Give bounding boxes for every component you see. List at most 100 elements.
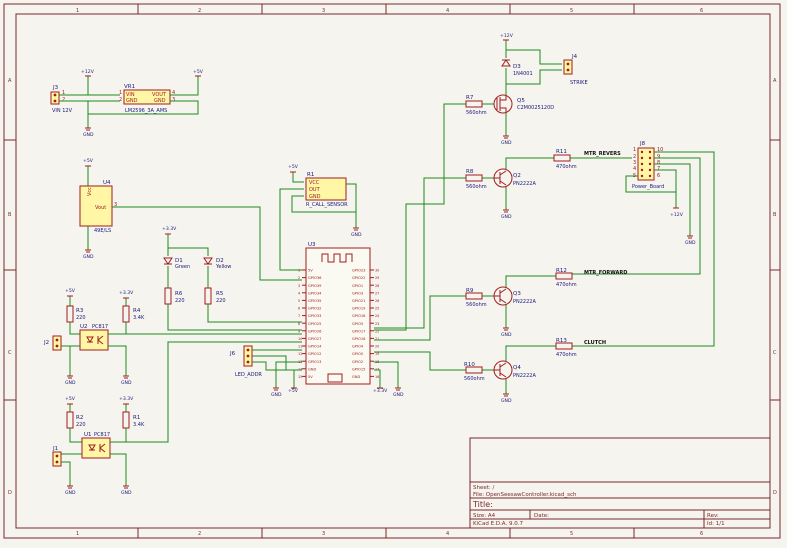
u4-hall-sensor[interactable]: U4 Vcc Vout 3 49E/LS	[79, 180, 117, 234]
u3-left-pin-name: GPIO34	[308, 291, 322, 295]
power-plus5v-symbol: +5V	[65, 396, 76, 405]
r10-ref: R10	[464, 362, 475, 368]
wire	[59, 100, 89, 128]
r3-resistor[interactable]: R3 220	[66, 305, 86, 323]
j4-connector[interactable]: J4 STRIKE	[563, 54, 588, 86]
r1-value: 3.4K	[133, 422, 145, 428]
r1-resistor[interactable]: R1 3.4K	[122, 411, 145, 429]
wire	[69, 322, 80, 335]
pin-number: 6	[657, 173, 660, 179]
call-sensor-module[interactable]: R1 VCC OUT GND R_CALL_SENSOR	[305, 172, 348, 208]
r8-resistor[interactable]: R8 560ohm	[465, 169, 487, 190]
q3-transistor[interactable]: Q3 PN2222A	[493, 286, 536, 306]
pin-name: GND	[126, 98, 138, 104]
r10-resistor[interactable]: R10 560ohm	[464, 362, 485, 382]
row-label: D	[8, 490, 12, 496]
power-label: +12V	[500, 33, 514, 39]
wire	[654, 169, 677, 208]
wire	[126, 341, 302, 443]
u1-optocoupler[interactable]: U1 PC817	[81, 432, 111, 459]
u4-value: 49E/LS	[94, 228, 111, 234]
pin-number: 1	[62, 90, 65, 96]
pin-name: Vout	[95, 205, 106, 211]
j8-value: Power_Board	[632, 184, 664, 190]
u3-left-pin-name: GPIO39	[308, 284, 322, 288]
q2-transistor[interactable]: Q2 PN2222A	[493, 168, 536, 188]
vr1-regulator[interactable]: VR1 VIN GND VOUT GND 1 2 4 3 LM2596_3A_A…	[119, 84, 175, 114]
power-label: GND	[65, 490, 76, 496]
title-size: Size: A4	[473, 513, 496, 519]
u3-antenna	[321, 253, 353, 263]
r11-resistor[interactable]: R11 470ohm	[553, 149, 577, 170]
j6-value: LED_ADDR	[235, 372, 262, 378]
col-label: 2	[198, 531, 201, 537]
u3-right-pin-name: GPIO3	[352, 291, 363, 295]
wire	[108, 322, 127, 335]
wire	[505, 157, 554, 169]
wire	[110, 453, 127, 486]
title-title: Title:	[472, 500, 493, 509]
u3-right-pin-name: GPIO1	[352, 284, 363, 288]
frame-column-ticks	[4, 4, 780, 538]
wire	[108, 345, 127, 376]
wire	[110, 428, 127, 443]
power-label: GND	[271, 392, 282, 398]
r4-resistor[interactable]: R4 3.4K	[122, 305, 145, 323]
u3-right-pin-number: 16	[375, 375, 379, 379]
u3-left-pin-number: 10	[298, 337, 302, 341]
r2-resistor[interactable]: R2 220	[66, 411, 86, 429]
u3-left-pin-name: GND	[308, 367, 316, 371]
d3-diode[interactable]: D3 1N4001	[501, 59, 533, 77]
pin-name: VCC	[309, 180, 320, 186]
r5-value: 220	[216, 298, 226, 304]
d1-led[interactable]: D1 Green	[163, 257, 190, 270]
gnd-symbol: GND	[685, 235, 696, 246]
u3-left-pin-number: 8	[298, 322, 300, 326]
power-label: +5V	[288, 388, 299, 394]
gnd-symbol: GND	[501, 327, 512, 338]
d2-led[interactable]: D2 Yellow	[203, 257, 231, 270]
q2-ref: Q2	[513, 173, 521, 179]
col-label: 3	[322, 8, 325, 14]
power-plus33v-symbol: +3.3V	[373, 387, 388, 394]
u3-right-pin-number: 29	[375, 276, 379, 280]
col-label: 5	[570, 531, 573, 537]
wire	[374, 103, 466, 331]
r6-resistor[interactable]: R6 220	[164, 287, 185, 305]
d1-value: Green	[175, 264, 190, 270]
wire	[252, 361, 294, 371]
r11-ref: R11	[556, 149, 567, 155]
j2-ref: J2	[43, 340, 49, 346]
u3-left-pin-name: GPIO13	[308, 360, 321, 364]
j8-connector[interactable]: J8 Power_Board 10 9 8 7 6 1 2 3 4 5	[632, 141, 664, 190]
power-plus5v-symbol: +5V	[288, 387, 299, 394]
q5-mosfet[interactable]: Q5 C2M0025120D	[493, 94, 554, 114]
q5-ref: Q5	[517, 98, 525, 104]
u3-left-pin-name: GPIO32	[308, 307, 321, 311]
pin-number: 3	[172, 97, 175, 103]
power-label: GND	[501, 140, 512, 146]
col-label: 2	[198, 8, 201, 14]
j2-connector[interactable]: J2	[43, 335, 62, 351]
q4-transistor[interactable]: Q4 PN2222A	[493, 360, 536, 380]
power-plus12v-symbol: +12V	[670, 207, 684, 218]
row-label: A	[773, 78, 777, 84]
u3-left-pin-name: GPIO27	[308, 337, 321, 341]
u3-left-pin-number: 1	[298, 269, 300, 273]
wire	[506, 49, 562, 65]
pin-number: 1	[119, 90, 122, 96]
u3-right-pin-number: 20	[375, 345, 379, 349]
j3-connector[interactable]: J3 VIN 12V 1 2	[50, 85, 73, 114]
j1-connector[interactable]: J1	[52, 446, 62, 467]
r13-value: 470ohm	[556, 352, 577, 358]
r13-ref: R13	[556, 338, 567, 344]
r9-resistor[interactable]: R9 560ohm	[465, 288, 487, 308]
r12-resistor[interactable]: R12 470ohm	[555, 268, 577, 288]
r13-resistor[interactable]: R13 470ohm	[555, 338, 577, 358]
j1-ref: J1	[52, 446, 58, 452]
r5-resistor[interactable]: R5 220	[204, 287, 226, 305]
r7-resistor[interactable]: R7 560ohm	[465, 95, 487, 116]
u2-optocoupler[interactable]: U2 PC817	[79, 324, 109, 351]
u3-esp32-module[interactable]: U3 5V1GPIO362GPIO393GPIO344GPIO355GPIO32…	[298, 242, 379, 385]
